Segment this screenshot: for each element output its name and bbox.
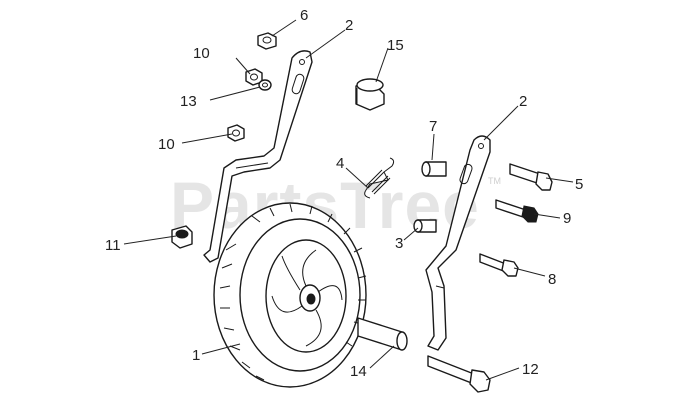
callout-15: 15 <box>387 37 404 54</box>
part-locknut-10-upper <box>245 68 263 86</box>
watermark-tm: TM <box>488 176 501 186</box>
callout-8: 8 <box>548 271 556 288</box>
callout-6: 6 <box>300 7 308 24</box>
callout-12: 12 <box>522 361 539 378</box>
callout-14: 14 <box>350 363 367 380</box>
callout-2-right: 2 <box>519 93 527 110</box>
callout-2-left: 2 <box>345 17 353 34</box>
leader-lines <box>123 19 574 381</box>
callout-1: 1 <box>192 347 200 364</box>
part-bracket-2-left <box>203 50 313 263</box>
part-bolt-8 <box>479 253 519 277</box>
part-bolt-9 <box>495 199 539 223</box>
part-spacer-15 <box>355 78 385 111</box>
part-wheel-1 <box>213 202 367 388</box>
callout-13: 13 <box>180 93 197 110</box>
callout-labels: 6 2 10 13 15 10 7 2 4 5 9 11 3 8 1 14 12 <box>105 7 583 380</box>
part-hex-nut-6 <box>257 32 277 50</box>
part-bushing-7 <box>421 161 447 177</box>
part-bolt-5 <box>509 163 553 191</box>
callout-11: 11 <box>105 237 121 254</box>
part-bracket-2-right <box>425 135 491 351</box>
callout-10-upper: 10 <box>193 45 210 62</box>
callout-9: 9 <box>563 210 571 227</box>
callout-7: 7 <box>429 118 437 135</box>
part-locknut-11 <box>171 225 193 249</box>
callout-3: 3 <box>395 235 403 252</box>
part-bolt-12 <box>427 355 491 393</box>
callout-5: 5 <box>575 176 583 193</box>
part-bushing-3 <box>413 219 437 233</box>
part-washer-13 <box>258 79 272 91</box>
part-pin-14 <box>357 317 408 351</box>
part-locknut-10-lower <box>227 124 245 142</box>
part-spring-4 <box>364 157 395 199</box>
callout-10-lower: 10 <box>158 136 175 153</box>
callout-4: 4 <box>336 155 344 172</box>
